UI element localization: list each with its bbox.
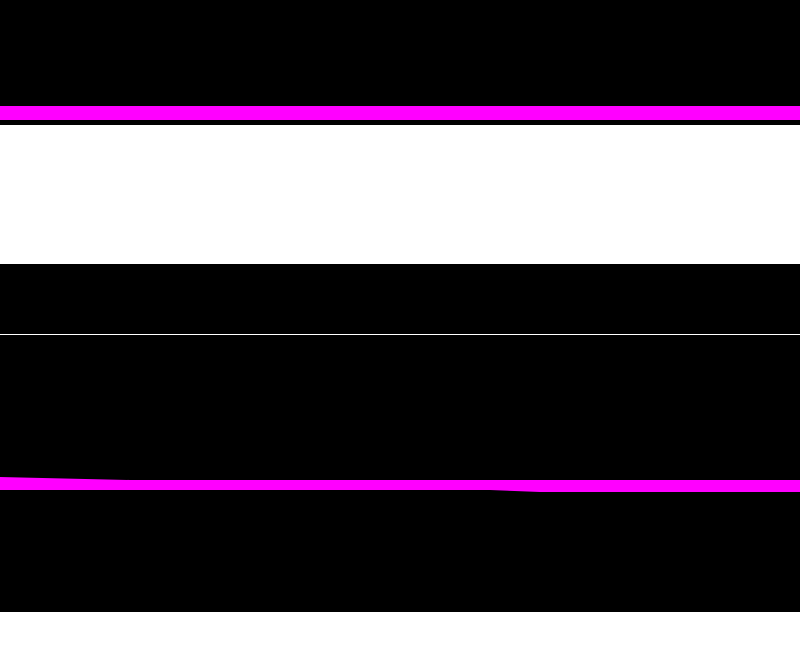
- lower-magenta-bar: [0, 477, 800, 492]
- top-magenta-bar: [0, 106, 800, 120]
- white-panel: [0, 125, 800, 264]
- lower-magenta-shape: [0, 477, 800, 492]
- top-dark-area: [0, 0, 800, 106]
- divider-line: [0, 334, 800, 335]
- bottom-white-strip: [0, 612, 800, 650]
